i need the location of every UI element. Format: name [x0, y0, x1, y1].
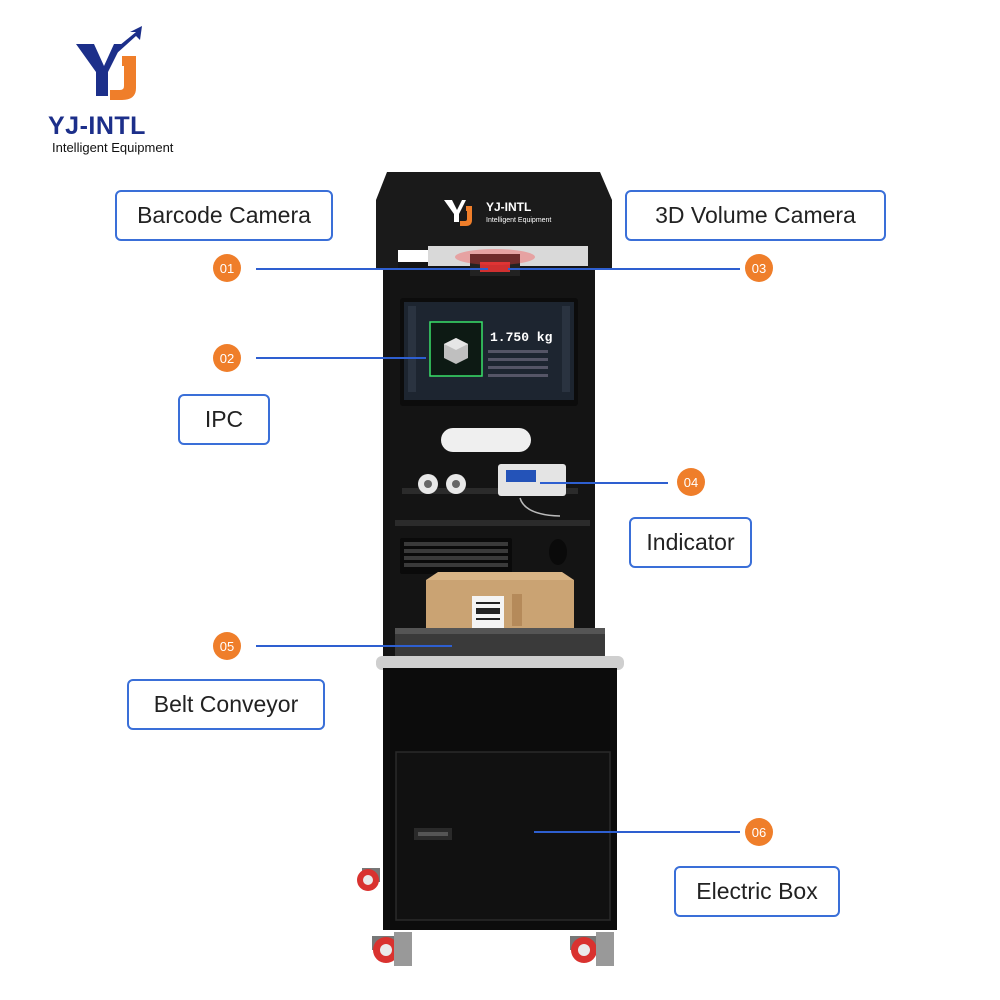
- brand-tagline: Intelligent Equipment: [52, 140, 174, 155]
- callout-label-3d-volume-camera: 3D Volume Camera: [625, 190, 886, 241]
- callout-label-barcode-camera: Barcode Camera: [115, 190, 333, 241]
- callout-label-ipc: IPC: [178, 394, 270, 445]
- callout-badge-03: 03: [745, 254, 773, 282]
- screen-weight: 1.750 kg: [490, 330, 553, 345]
- leader-line-02: [256, 357, 426, 359]
- callout-badge-05: 05: [213, 632, 241, 660]
- leader-line-06: [534, 831, 740, 833]
- leader-line-04: [540, 482, 668, 484]
- callout-label-electric-box: Electric Box: [674, 866, 840, 917]
- head-brand-tagline: Intelligent Equipment: [486, 217, 551, 224]
- callout-label-belt-conveyor: Belt Conveyor: [127, 679, 325, 730]
- callout-badge-02: 02: [213, 344, 241, 372]
- callout-badge-06: 06: [745, 818, 773, 846]
- brand-name: YJ-INTL: [48, 112, 146, 140]
- logo-mark-icon: [76, 26, 142, 100]
- head-brand-name: YJ-INTL: [486, 200, 531, 214]
- callout-badge-04: 04: [677, 468, 705, 496]
- leader-line-03: [508, 268, 740, 270]
- leader-line-01: [256, 268, 488, 270]
- callout-label-indicator: Indicator: [629, 517, 752, 568]
- callout-badge-01: 01: [213, 254, 241, 282]
- leader-line-05: [256, 645, 452, 647]
